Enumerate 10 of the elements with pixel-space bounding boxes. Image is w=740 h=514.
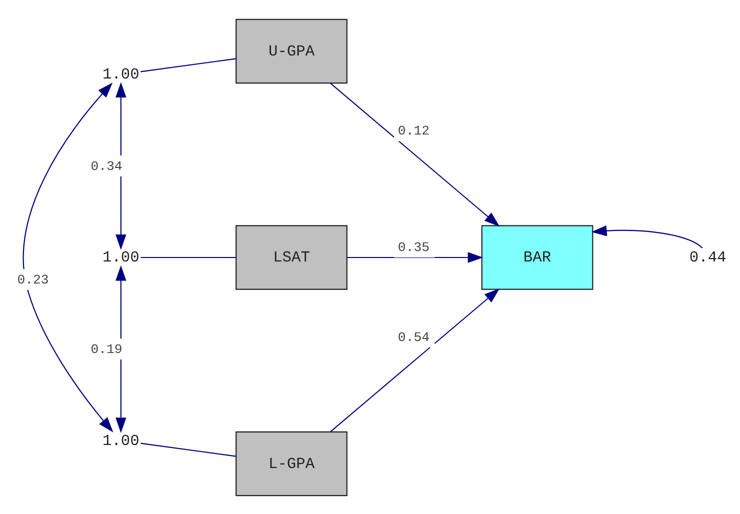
node-text: 1.00: [102, 248, 139, 266]
edge-label: 0.19: [90, 342, 122, 357]
edge-label: 0.34: [90, 158, 122, 174]
edge-label: 0.23: [16, 272, 48, 287]
node-text: 1.00: [102, 64, 139, 83]
edge-label: 0.12: [397, 123, 430, 138]
node-text: 0.44: [688, 248, 726, 266]
node-text: 1.00: [102, 431, 139, 450]
edge-label: 0.54: [397, 329, 430, 344]
edge-label: 0.35: [397, 240, 430, 255]
